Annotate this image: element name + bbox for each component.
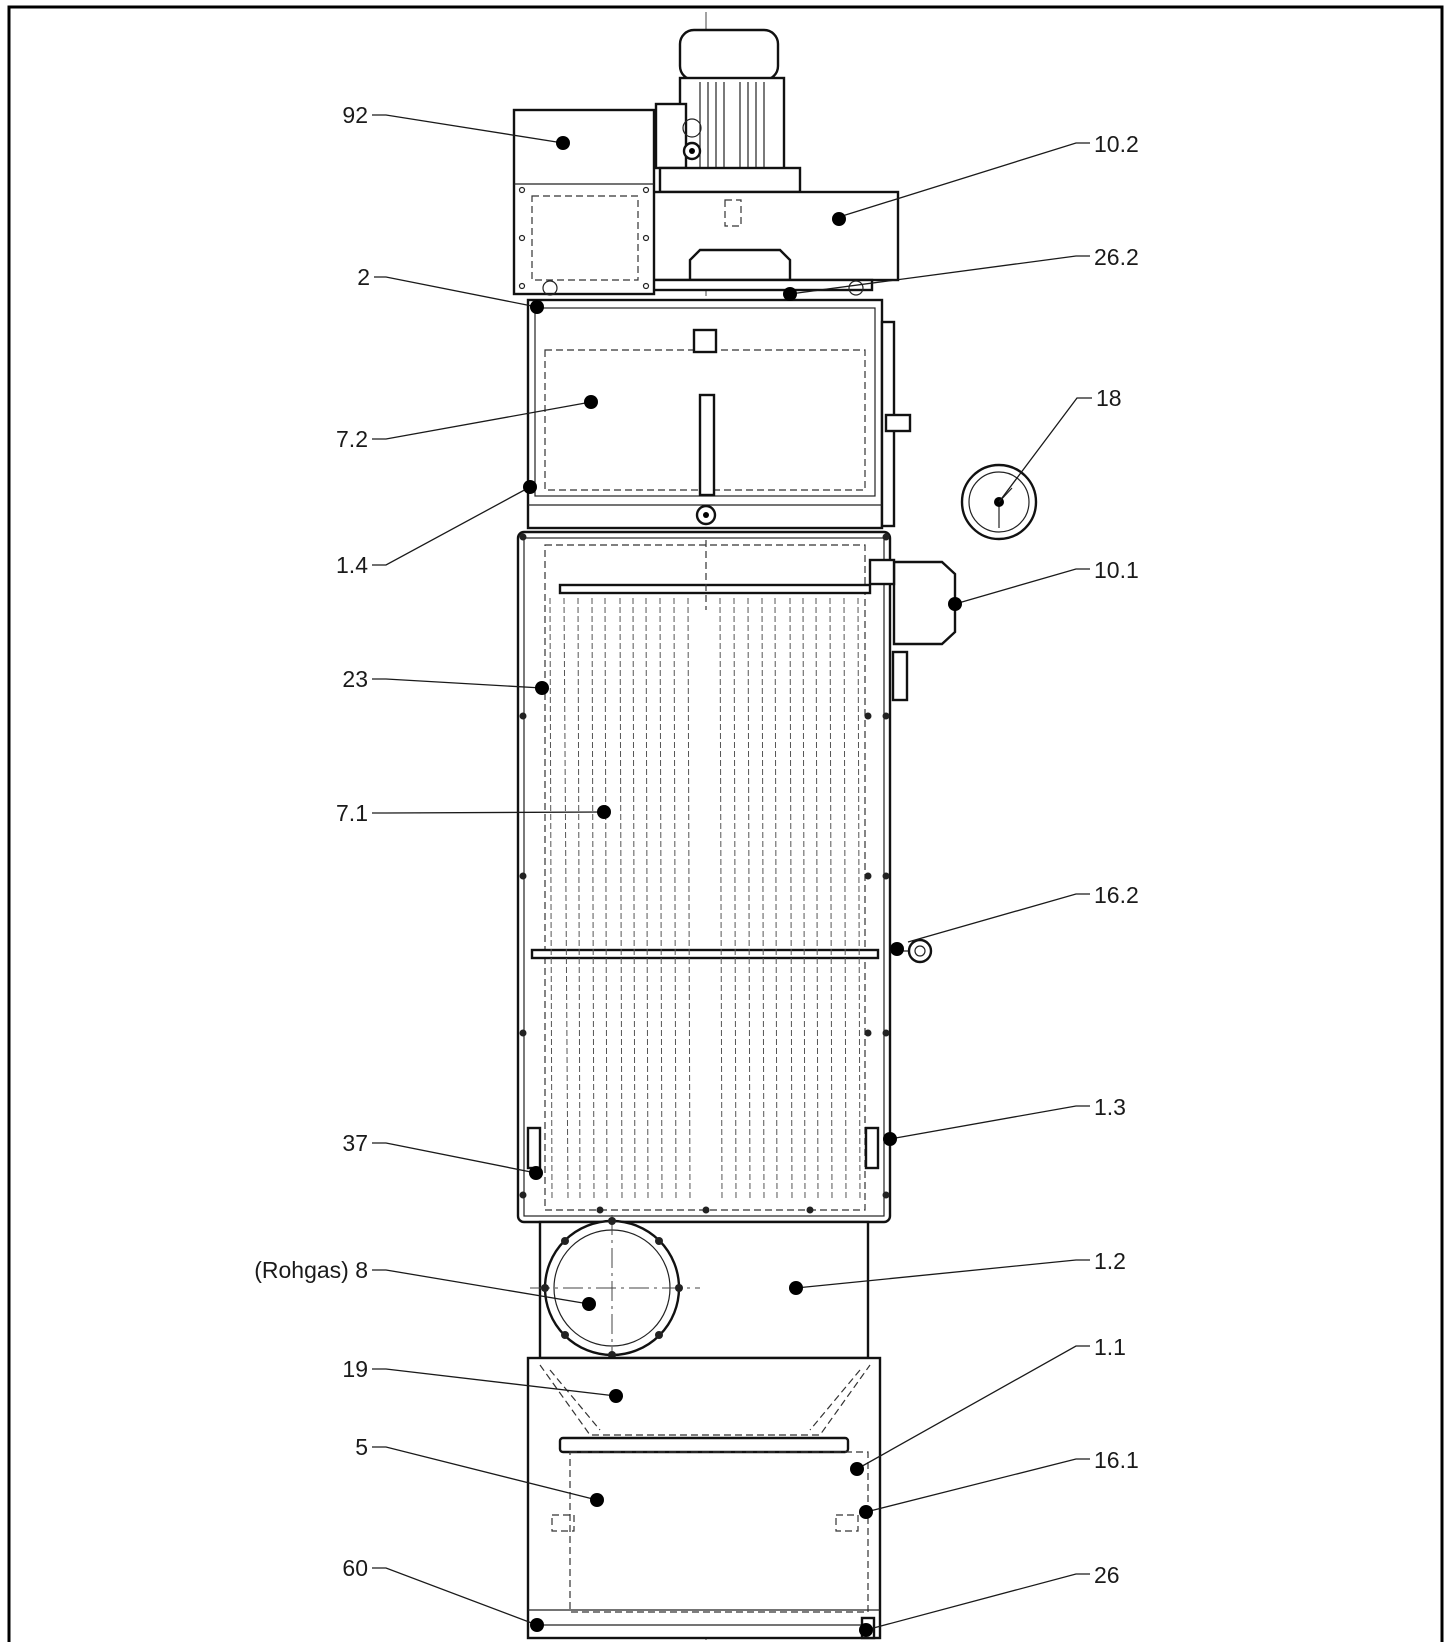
label-18: 18 xyxy=(1096,385,1122,411)
latch-left xyxy=(526,1126,542,1170)
label-23: 23 xyxy=(342,666,368,692)
reference-dots xyxy=(523,136,962,1637)
label-10-1: 10.1 xyxy=(1094,557,1139,583)
label-1-2: 1.2 xyxy=(1094,1248,1126,1274)
label-60: 60 xyxy=(342,1555,368,1581)
valve-box xyxy=(868,558,957,702)
control-box xyxy=(512,108,864,296)
hopper-base xyxy=(526,1356,882,1640)
housing-bolts xyxy=(519,533,890,1214)
label-26-2: 26.2 xyxy=(1094,244,1139,270)
label-1-4: 1.4 xyxy=(336,552,368,578)
drawing-frame xyxy=(7,5,1444,1642)
dust-bin xyxy=(569,1451,869,1613)
label-5: 5 xyxy=(355,1434,368,1460)
clean-gas-chamber xyxy=(526,298,912,530)
filter-bags xyxy=(549,597,861,1201)
label-1-3: 1.3 xyxy=(1094,1094,1126,1120)
position-labels: 92 10.2 2 26.2 18 7.2 1.4 10.1 23 7.1 16… xyxy=(254,102,1139,1588)
fan-housing xyxy=(650,190,900,292)
leader-lines xyxy=(372,114,1092,1631)
fan-motor xyxy=(654,28,802,194)
label-7-2: 7.2 xyxy=(336,426,368,452)
label-1-1: 1.1 xyxy=(1094,1334,1126,1360)
label-16-2: 16.2 xyxy=(1094,882,1139,908)
label-26: 26 xyxy=(1094,1562,1120,1588)
label-16-1: 16.1 xyxy=(1094,1447,1139,1473)
label-2: 2 xyxy=(357,264,370,290)
label-37: 37 xyxy=(342,1130,368,1156)
label-7-1: 7.1 xyxy=(336,800,368,826)
inlet-section xyxy=(530,1215,870,1360)
label-10-2: 10.2 xyxy=(1094,131,1139,157)
filter-housing xyxy=(516,530,892,1224)
label-8: (Rohgas) 8 xyxy=(254,1257,368,1283)
latch-right xyxy=(864,1126,880,1170)
label-19: 19 xyxy=(342,1356,368,1382)
label-92: 92 xyxy=(342,102,368,128)
